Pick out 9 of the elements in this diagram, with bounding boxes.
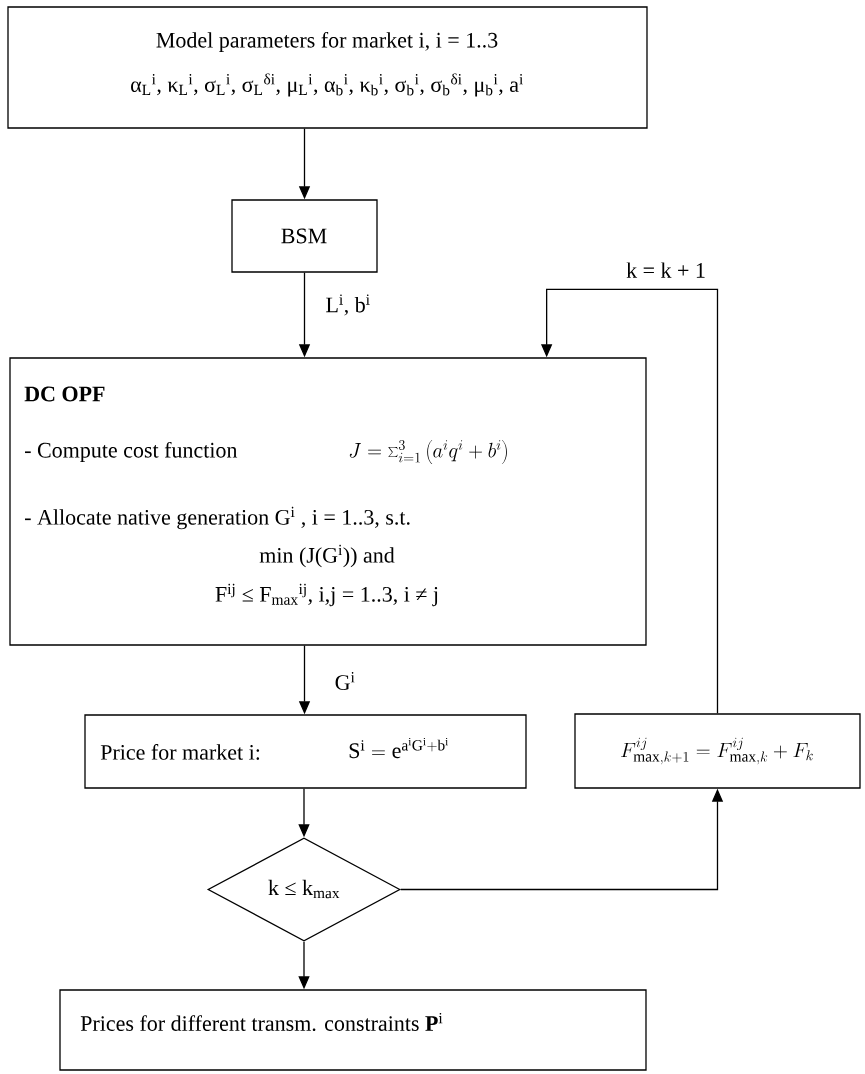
output-box: Prices for different transm. constraints P$^{i}$ <box>59 989 647 1071</box>
edge-label: L$^{i}$, b$^{i}$ <box>324 293 372 317</box>
process-box: Model parameters for market i, i = 1..3 α$_{L}$$^{i}$, κ$_{L}$$^{i}$, σ$_{L}$$^{i}$, σ$_{L}$$^{δi}$, μ$_{L}$$^{i}$, α$_{b}$$^{i}$, κ$_{b}$$^{i}$, σ$_{b}$$^{i}$, σ$_{b}$$^{δi}$, μ$_{b}$$^{i}$, a$^{i}$ <box>7 6 648 129</box>
edge-label: k = k + 1 <box>625 261 707 279</box>
process-box: Price for market i: $\mathrm{S}^{\mathrm{i}}=\mathrm{e}^{\mathrm{a}^{\mathrm{i}}\mathrm{G}^{\mathrm{i}}+\mathrm{b}^{\mathrm{i}}}$ <box>84 714 527 789</box>
process-box: BSM <box>231 199 378 273</box>
process-box: DC OPF - Compute cost function $J=\sum_{i=1}^{3}\left(a^{i}q^{i}+b^{i}\right)$ - Allocate native generation G$^{i}$ , i = 1..3, s.t. min (J(G$^{i}$)) and F$^{ij}$ ≤ F$_{max}$$^{ij}$, i,j = 1..3, i ≠ j <box>9 357 647 646</box>
edge-label: G$^{i}$ <box>333 671 357 691</box>
process-box: $F^{ij}_{\max,k+1}=F^{ij}_{\max,k}+F_{k}$ <box>574 713 861 789</box>
